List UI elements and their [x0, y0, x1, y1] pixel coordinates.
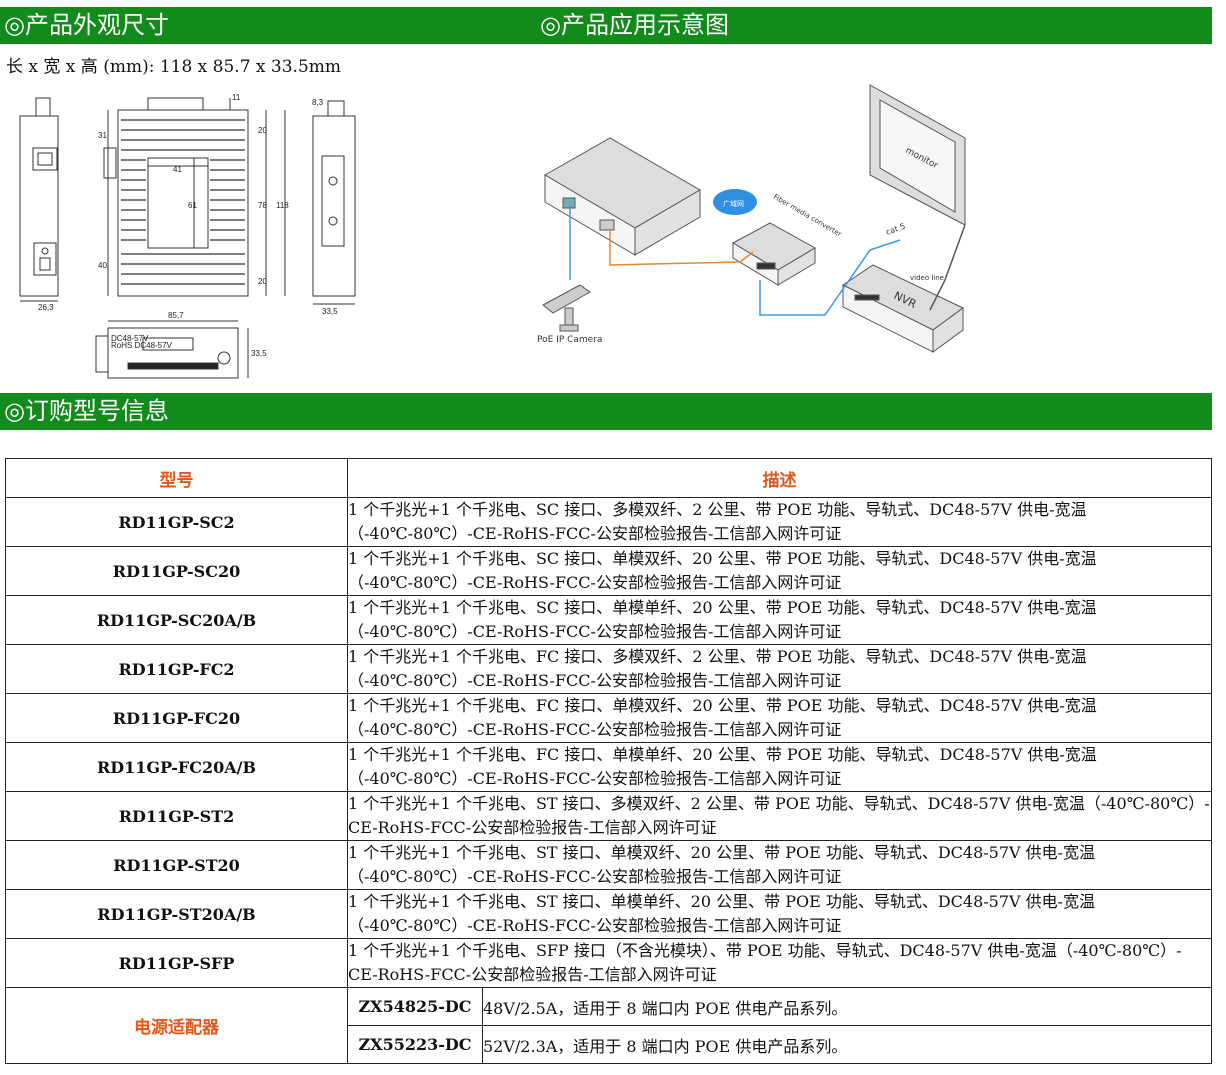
adapter-model-1: ZX54825-DC [347, 987, 483, 1026]
svg-text:广域网: 广域网 [723, 199, 744, 208]
label-31: 31 [98, 131, 107, 140]
desc-cell: 1 个千兆光+1 个千兆电、ST 接口、单模单纤、20 公里、带 POE 功能、… [347, 889, 1212, 939]
label-right-top: 8,3 [312, 98, 324, 107]
col-desc-header: 描述 [347, 458, 1212, 498]
model-cell: RD11GP-SC2 [5, 497, 348, 547]
label-bottom-h: 33,5 [251, 349, 267, 358]
label-61: 61 [188, 201, 197, 210]
dimensions-text: 长 x 宽 x 高 (mm): 118 x 85.7 x 33.5mm [6, 57, 342, 77]
label-bottom-t1: DC48-57V [111, 334, 149, 343]
label-20b: 20 [258, 277, 267, 286]
desc-cell: 1 个千兆光+1 个千兆电、SC 接口、单模双纤、20 公里、带 POE 功能、… [347, 546, 1212, 596]
label-bottom-t2: RoHS DC48-57V [111, 341, 173, 350]
adapter-model-2: ZX55223-DC [347, 1025, 483, 1064]
desc-cell: 1 个千兆光+1 个千兆电、ST 接口、单模双纤、20 公里、带 POE 功能、… [347, 840, 1212, 890]
adapter-desc-2: 52V/2.3A，适用于 8 端口内 POE 供电产品系列。 [482, 1025, 1212, 1064]
nvr-device [842, 264, 964, 353]
col-model-header: 型号 [5, 458, 348, 498]
svg-text:video line: video line [910, 274, 944, 282]
desc-cell: 1 个千兆光+1 个千兆电、SC 接口、单模单纤、20 公里、带 POE 功能、… [347, 595, 1212, 645]
cloud-icon: 广域网 [713, 189, 757, 215]
svg-text:PoE IP Camera: PoE IP Camera [537, 335, 602, 345]
label-bottom-w: 85,7 [168, 311, 184, 320]
fiber-converter [731, 222, 817, 286]
dimensions-header: ◎产品外观尺寸 [4, 11, 169, 39]
label-right-w: 33,5 [322, 307, 338, 316]
switch-device [544, 137, 701, 256]
adapter-row: 电源适配器 ZX54825-DC 48V/2.5A，适用于 8 端口内 POE … [5, 987, 1212, 1064]
adapter-label: 电源适配器 [5, 987, 348, 1064]
header-bar-top: ◎产品外观尺寸 ◎产品应用示意图 [0, 7, 1212, 44]
model-cell: RD11GP-SFP [5, 938, 348, 988]
label-top-dim: 11 [232, 93, 241, 102]
dimension-drawing: 26,3 11 31 40 41 61 20 78 118 20 85,7 33… [19, 93, 289, 379]
application-header: ◎产品应用示意图 [540, 11, 729, 39]
model-cell: RD11GP-ST20A/B [5, 889, 348, 939]
header-bar-ordering: ◎订购型号信息 [0, 393, 1212, 430]
model-cell: RD11GP-FC20A/B [5, 742, 348, 792]
monitor-icon [869, 84, 966, 226]
label-118: 118 [276, 201, 289, 210]
svg-text:cat 5: cat 5 [885, 222, 907, 237]
label-w-side: 26,3 [38, 303, 54, 312]
label-40: 40 [98, 261, 107, 270]
desc-cell: 1 个千兆光+1 个千兆电、FC 接口、单模双纤、20 公里、带 POE 功能、… [347, 693, 1212, 743]
adapter-row: ZX55223-DC 52V/2.3A，适用于 8 端口内 POE 供电产品系列… [6, 1025, 1212, 1064]
adapter-desc-1: 48V/2.5A，适用于 8 端口内 POE 供电产品系列。 [482, 987, 1212, 1026]
camera-icon [542, 284, 591, 332]
label-41: 41 [173, 165, 182, 174]
desc-cell: 1 个千兆光+1 个千兆电、FC 接口、单模单纤、20 公里、带 POE 功能、… [347, 742, 1212, 792]
right-side-drawing: 8,3 33,5 [312, 98, 356, 316]
label-78: 78 [258, 201, 267, 210]
desc-cell: 1 个千兆光+1 个千兆电、ST 接口、多模双纤、2 公里、带 POE 功能、导… [347, 791, 1212, 841]
desc-cell: 1 个千兆光+1 个千兆电、SFP 接口（不含光模块）、带 POE 功能、导轨式… [347, 938, 1212, 988]
application-diagram: 广域网 Fiber media converter PoE IP Camera … [537, 84, 966, 353]
desc-cell: 1 个千兆光+1 个千兆电、SC 接口、多模双纤、2 公里、带 POE 功能、导… [347, 497, 1212, 547]
ordering-header: ◎订购型号信息 [4, 397, 169, 425]
desc-cell: 1 个千兆光+1 个千兆电、FC 接口、多模双纤、2 公里、带 POE 功能、导… [347, 644, 1212, 694]
model-cell: RD11GP-ST2 [5, 791, 348, 841]
model-cell: RD11GP-SC20A/B [5, 595, 348, 645]
model-cell: RD11GP-SC20 [5, 546, 348, 596]
label-20a: 20 [258, 126, 267, 135]
model-cell: RD11GP-FC2 [5, 644, 348, 694]
model-cell: RD11GP-ST20 [5, 840, 348, 890]
model-cell: RD11GP-FC20 [5, 693, 348, 743]
